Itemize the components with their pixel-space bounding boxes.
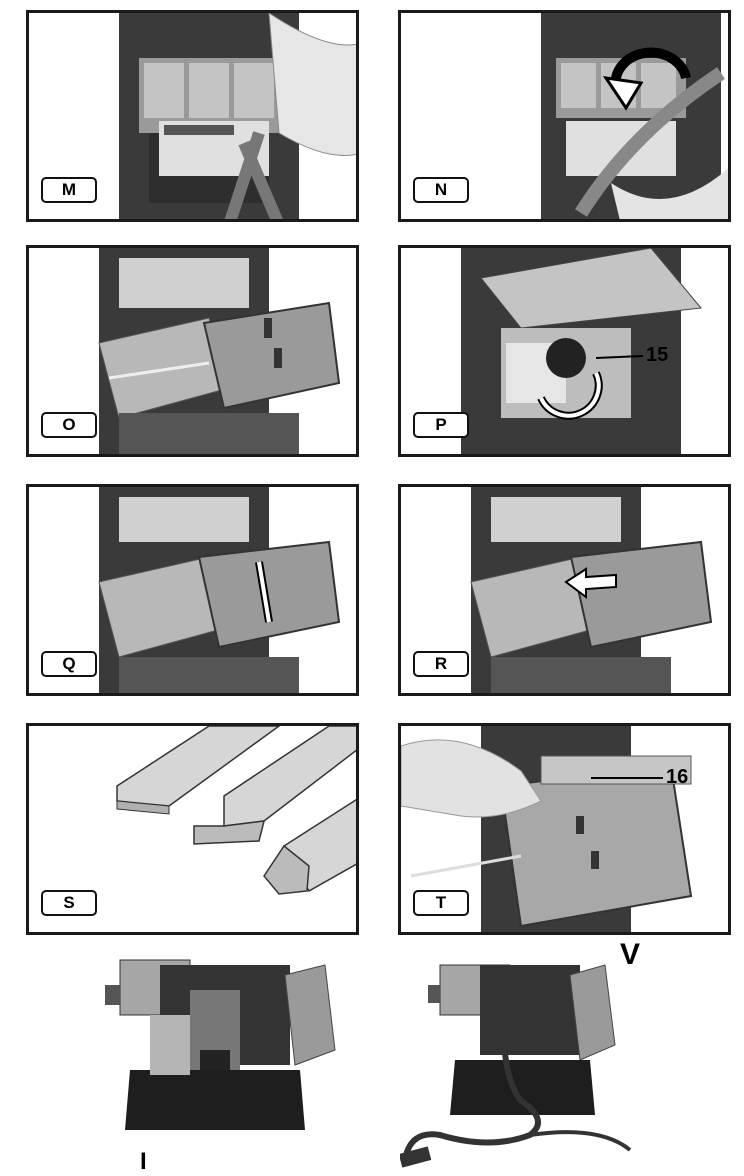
guide-plate-image (98, 248, 341, 454)
callout-15: 15 (646, 344, 669, 366)
panel-label-r: R (413, 651, 469, 677)
panel-label-t: T (413, 890, 469, 916)
figure-panel-r: R (398, 484, 731, 696)
panel-label-m: M (41, 177, 97, 203)
grinder-flexible-shaft-view (398, 950, 650, 1170)
blade-guide-image (401, 726, 693, 932)
grinder-front-image (105, 959, 336, 1130)
panel-label-n: N (413, 177, 469, 203)
figure-panel-p: 15 P (398, 245, 731, 457)
figure-panel-o: O (26, 245, 359, 457)
grinder-scissors-image (119, 13, 356, 219)
knob-adjust-image (461, 248, 702, 454)
grinder-shaft-image (398, 964, 632, 1168)
figure-panel-n: N (398, 10, 731, 222)
panel-label-q: Q (41, 651, 97, 677)
bottom-label-left: I (140, 1148, 147, 1175)
panel-label-s: S (41, 890, 97, 916)
plate-vertical-slide-image (98, 487, 341, 693)
figure-panel-m: M (26, 10, 359, 222)
panel-label-p: P (413, 412, 469, 438)
chisel-bevels-drawing (116, 726, 356, 895)
callout-16: 16 (666, 766, 689, 788)
figure-panel-t: 16 T (398, 723, 731, 935)
figure-panel-q: Q (26, 484, 359, 696)
plate-horizontal-slide-image (470, 487, 713, 693)
bottom-label-right: V (620, 938, 641, 971)
figure-panel-s: S (26, 723, 359, 935)
panel-label-o: O (41, 412, 97, 438)
grinder-rotate-scissors-image (541, 13, 728, 219)
grinder-front-view (90, 950, 340, 1140)
